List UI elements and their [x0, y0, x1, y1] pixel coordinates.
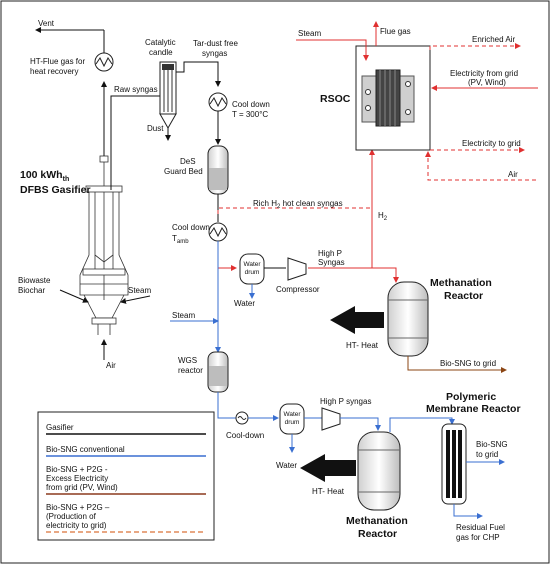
gasifier-title-line1: 100 kWhth [20, 169, 69, 183]
methanation-2-label-b: Reactor [358, 528, 397, 540]
cooler-2-icon [208, 222, 228, 242]
catalytic-label-1: Catalytic [145, 38, 176, 47]
air-gasifier-label: Air [106, 361, 116, 370]
tar-free-label-2: syngas [202, 49, 227, 58]
wgs-reactor [207, 351, 229, 393]
elec-to-grid-label: Electricity to grid [462, 139, 521, 148]
bio-sng-grid-1-line [407, 356, 507, 373]
dust-label: Dust [147, 124, 164, 133]
air-right-label: Air [508, 170, 518, 179]
red-to-drum-line [217, 241, 237, 271]
wgs-label-1: WGS [178, 356, 197, 365]
polymeric-label-2: Membrane Reactor [426, 403, 521, 415]
methanation-reactor-2 [357, 431, 401, 511]
methanation-reactor-1 [387, 281, 429, 357]
water-drum-1-label-a: Water [243, 261, 261, 268]
cool-down-2-label: Cool down [172, 223, 210, 232]
compressor-2-icon [321, 407, 341, 431]
to-membrane-line [389, 417, 455, 432]
methanation-1-label-a: Methanation [430, 277, 492, 289]
raw-syngas-label: Raw syngas [114, 85, 158, 94]
wgs-label-2: reactor [178, 366, 203, 375]
enriched-air-label: Enriched Air [472, 35, 515, 44]
ht-flue-gas-label-2: heat recovery [30, 67, 78, 76]
steam-top-label: Steam [298, 29, 321, 38]
residual-label-1: Residual Fuel [456, 523, 505, 532]
des-guard-bed [207, 145, 229, 195]
gasifier-title-line2: DFBS Gasifier [20, 184, 91, 196]
compressor-icon [287, 257, 307, 281]
cool-down-1-label: Cool down [232, 100, 270, 109]
legend-item-p2g-production-3: electricity to grid) [46, 521, 107, 530]
legend-item-p2g-production-2: (Production of [46, 512, 97, 521]
to-methanation-2-line [340, 417, 381, 431]
t-amb-label: Tamb [172, 234, 189, 245]
bio-sng-grid-2-label-a: Bio-SNG [476, 440, 508, 449]
tar-free-label-1: Tar-dust free [193, 39, 238, 48]
polymeric-membrane-reactor [441, 423, 467, 505]
ht-flue-gas-label-1: HT-Flue gas for [30, 57, 85, 66]
h2-label: H2 [378, 211, 388, 222]
flue-gas-label: Flue gas [380, 27, 411, 36]
legend-item-conventional: Bio-SNG conventional [46, 445, 125, 454]
red-high-p-syngas-line [308, 267, 399, 283]
methanation-1-label-b: Reactor [444, 290, 483, 302]
ht-heat-2-label: HT- Heat [312, 487, 345, 496]
elec-from-grid-label-2: (PV, Wind) [468, 78, 506, 87]
biochar-label: Biochar [18, 286, 45, 295]
water-drum-2-label-b: drum [285, 419, 300, 426]
rsoc-label: RSOC [320, 93, 351, 105]
vent-label: Vent [38, 19, 55, 28]
legend: Gasifier Bio-SNG conventional Bio-SNG + … [37, 411, 215, 541]
rich-h2-label: Rich H2 hot clean syngas [253, 199, 343, 210]
residual-fuel-line [453, 504, 483, 519]
legend-item-gasifier: Gasifier [46, 423, 74, 432]
elec-from-grid-label-1: Electricity from grid [450, 69, 518, 78]
legend-item-p2g-excess-2: Excess Electricity [46, 474, 108, 483]
water-1-label: Water [234, 299, 255, 308]
tar-free-syngas-line [176, 61, 221, 87]
wgs-outlet-line [217, 392, 236, 419]
rsoc-stack [355, 45, 431, 151]
steam-left-label: Steam [172, 311, 195, 320]
ht-heat-2-arrow [300, 454, 356, 482]
polymeric-label-1: Polymeric [446, 391, 496, 403]
high-p-syngas-1-label-a: High P [318, 249, 342, 258]
legend-item-p2g-production-1: Bio-SNG + P2G – [46, 503, 110, 512]
residual-label-2: gas for CHP [456, 533, 500, 542]
raw-syngas-line [110, 95, 168, 190]
cooler-1-icon [208, 92, 228, 112]
air-right-line [425, 151, 536, 181]
bio-sng-grid-1-label: Bio-SNG to grid [440, 359, 496, 368]
legend-item-p2g-excess-1: Bio-SNG + P2G - [46, 465, 108, 474]
biowaste-arrow [59, 289, 89, 303]
cool-down-3-label: Cool-down [226, 431, 264, 440]
catalytic-label-2: candle [149, 48, 173, 57]
steam-gasifier-arrow [120, 295, 151, 304]
steam-gasifier-label: Steam [128, 286, 151, 295]
dfbs-gasifier [79, 155, 129, 335]
cool-down-1-temp: T = 300°C [232, 110, 268, 119]
compressor-label: Compressor [276, 285, 320, 294]
ht-heat-1-arrow [330, 306, 384, 334]
water-drum-1-label-b: drum [245, 269, 260, 276]
high-p-syngas-2-label: High P syngas [320, 397, 371, 406]
high-p-syngas-1-label-b: Syngas [318, 258, 345, 267]
catalytic-candle [159, 61, 177, 130]
steam-top-line [296, 39, 369, 61]
water-drum-2-label-a: Water [283, 411, 301, 418]
methanation-2-label-a: Methanation [346, 515, 408, 527]
heat-recovery-exchanger-icon [94, 52, 114, 72]
bio-sng-grid-2-label-b: to grid [476, 450, 498, 459]
des-label-2: Guard Bed [164, 167, 203, 176]
enriched-air-line [429, 43, 521, 50]
legend-item-p2g-excess-3: from grid (PV, Wind) [46, 483, 118, 492]
ht-heat-1-label: HT- Heat [346, 341, 379, 350]
biowaste-label: Biowaste [18, 276, 51, 285]
des-label-1: DeS [180, 157, 196, 166]
water-2-label: Water [276, 461, 297, 470]
